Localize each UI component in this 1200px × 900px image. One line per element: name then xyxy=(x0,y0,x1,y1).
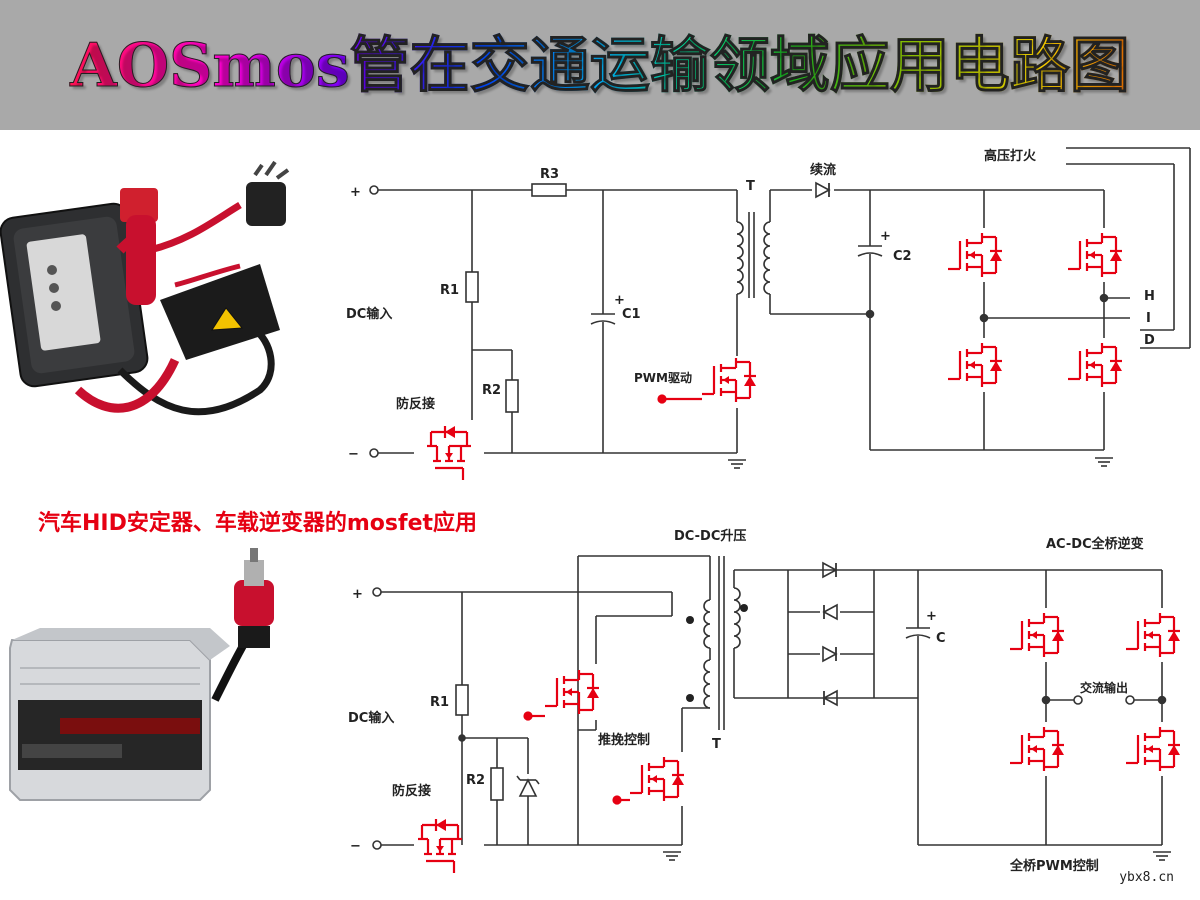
bottom-c-label: C xyxy=(936,631,946,646)
page-title: AOSmos管在交通运输领域应用电路图 xyxy=(0,28,1200,104)
top-c2-plus: + xyxy=(880,229,891,244)
bottom-dc-input-label: DC输入 xyxy=(348,710,394,726)
freewheel-diode-icon xyxy=(815,182,830,198)
bottom-transformer-label: T xyxy=(712,737,721,752)
top-h-label: H xyxy=(1144,289,1155,304)
top-dc-input-label: DC输入 xyxy=(346,306,392,322)
top-circuit xyxy=(369,147,1191,458)
top-minus-label: − xyxy=(348,447,359,462)
dcdc-boost-label: DC-DC升压 xyxy=(674,528,746,544)
full-bridge-pwm-label: 全桥PWM控制 xyxy=(1009,858,1099,874)
top-r2-label: R2 xyxy=(482,383,501,398)
top-reverse-protect-label: 防反接 xyxy=(396,396,435,412)
top-r1-label: R1 xyxy=(440,283,459,298)
ac-output-label: 交流输出 xyxy=(1080,680,1128,695)
top-d-label: D xyxy=(1144,333,1155,348)
application-caption: 汽车HID安定器、车载逆变器的mosfet应用 xyxy=(38,511,478,536)
top-plus-label: + xyxy=(350,185,361,200)
bottom-minus-label: − xyxy=(350,839,361,854)
top-hv-ignite-label: 高压打火 xyxy=(984,148,1037,164)
acdc-bridge-label: AC-DC全桥逆变 xyxy=(1046,536,1144,552)
car-inverter-photo-icon xyxy=(9,548,274,801)
transformer-dots xyxy=(686,604,748,702)
watermark: ybx8.cn xyxy=(1115,869,1178,886)
ground-icon xyxy=(662,851,682,861)
top-c2-label: C2 xyxy=(893,249,912,264)
rectifier-diode-icon xyxy=(823,604,838,620)
ground-icon xyxy=(1152,851,1172,861)
top-r3-label: R3 xyxy=(540,167,559,182)
bottom-r1-label: R1 xyxy=(430,695,449,710)
top-transformer-label: T xyxy=(746,179,755,194)
top-pwm-drive-label: PWM驱动 xyxy=(634,371,692,385)
bottom-plus-label: + xyxy=(352,587,363,602)
top-c1-label: C1 xyxy=(622,307,641,322)
top-i-label: I xyxy=(1146,311,1151,326)
hid-ballast-photo-icon xyxy=(0,160,290,416)
bottom-r2-label: R2 xyxy=(466,773,485,788)
bottom-mosfets xyxy=(416,611,1182,875)
bottom-circuit xyxy=(372,555,1167,850)
ground-icon xyxy=(727,459,747,469)
bottom-c-plus: + xyxy=(926,609,937,624)
top-freewheel-label: 续流 xyxy=(810,162,836,178)
ground-icon xyxy=(1094,457,1114,467)
top-mosfets xyxy=(425,231,1124,482)
header-bar xyxy=(0,0,1200,130)
push-pull-label: 推挽控制 xyxy=(598,732,650,748)
top-c1-plus: + xyxy=(614,293,625,308)
bottom-reverse-protect-label: 防反接 xyxy=(392,783,431,799)
rectifier-diode-icon xyxy=(822,646,837,662)
